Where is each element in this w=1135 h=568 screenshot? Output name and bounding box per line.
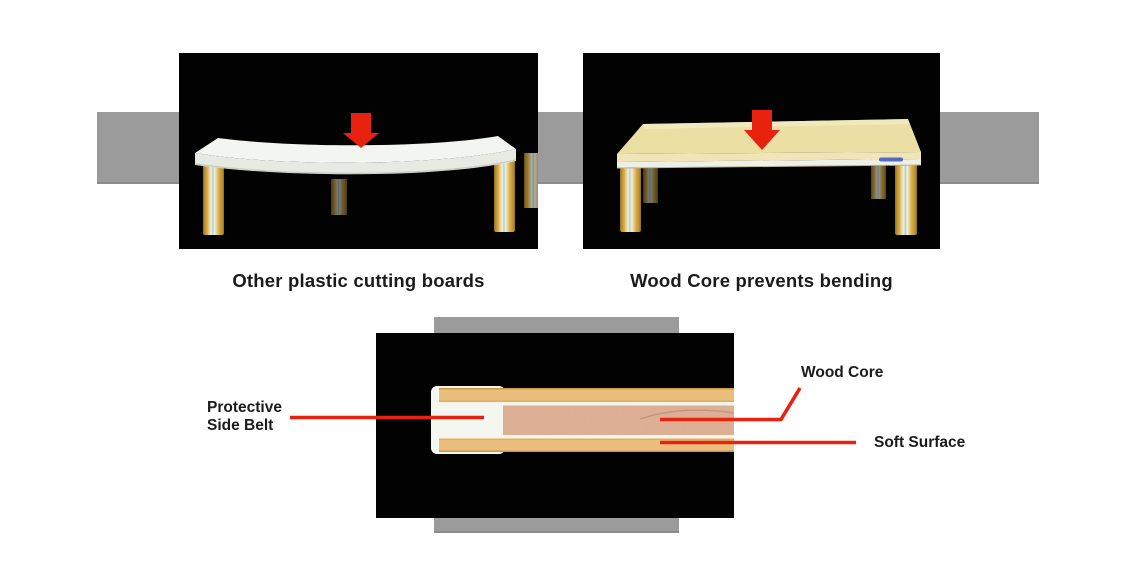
board-back-leg xyxy=(524,153,538,208)
soft-surface-layer xyxy=(439,438,734,452)
plastic-board-illustration xyxy=(179,53,538,249)
label-soft-surface: Soft Surface xyxy=(874,434,966,451)
force-arrow-icon xyxy=(744,110,780,150)
board-front-leg xyxy=(895,160,917,235)
label-protective-side-belt-line1: Protective xyxy=(207,399,282,416)
board-front-leg xyxy=(620,163,641,232)
label-protective-side-belt-line2: Side Belt xyxy=(207,417,274,434)
comparison-panel-woodcore xyxy=(583,53,940,249)
woodcore-board-front xyxy=(617,152,921,162)
caption-plastic-boards: Other plastic cutting boards xyxy=(232,270,485,291)
board-front-leg xyxy=(203,165,224,235)
label-protective-side-belt: Protective Side Belt xyxy=(207,399,282,435)
top-surface-layer xyxy=(439,388,734,402)
caption-woodcore: Wood Core prevents bending xyxy=(630,270,893,291)
plastic-board-front xyxy=(195,149,516,175)
label-wood-core: Wood Core xyxy=(801,364,884,381)
board-brand-mark xyxy=(879,157,903,162)
woodcore-board-illustration xyxy=(583,53,940,249)
force-arrow-icon xyxy=(343,113,379,148)
plastic-board-top xyxy=(195,136,516,163)
board-front-leg xyxy=(494,160,515,232)
comparison-panel-plastic xyxy=(179,53,538,249)
board-back-leg xyxy=(871,157,886,199)
cross-section-illustration xyxy=(376,333,734,518)
cross-section-panel xyxy=(376,333,734,518)
